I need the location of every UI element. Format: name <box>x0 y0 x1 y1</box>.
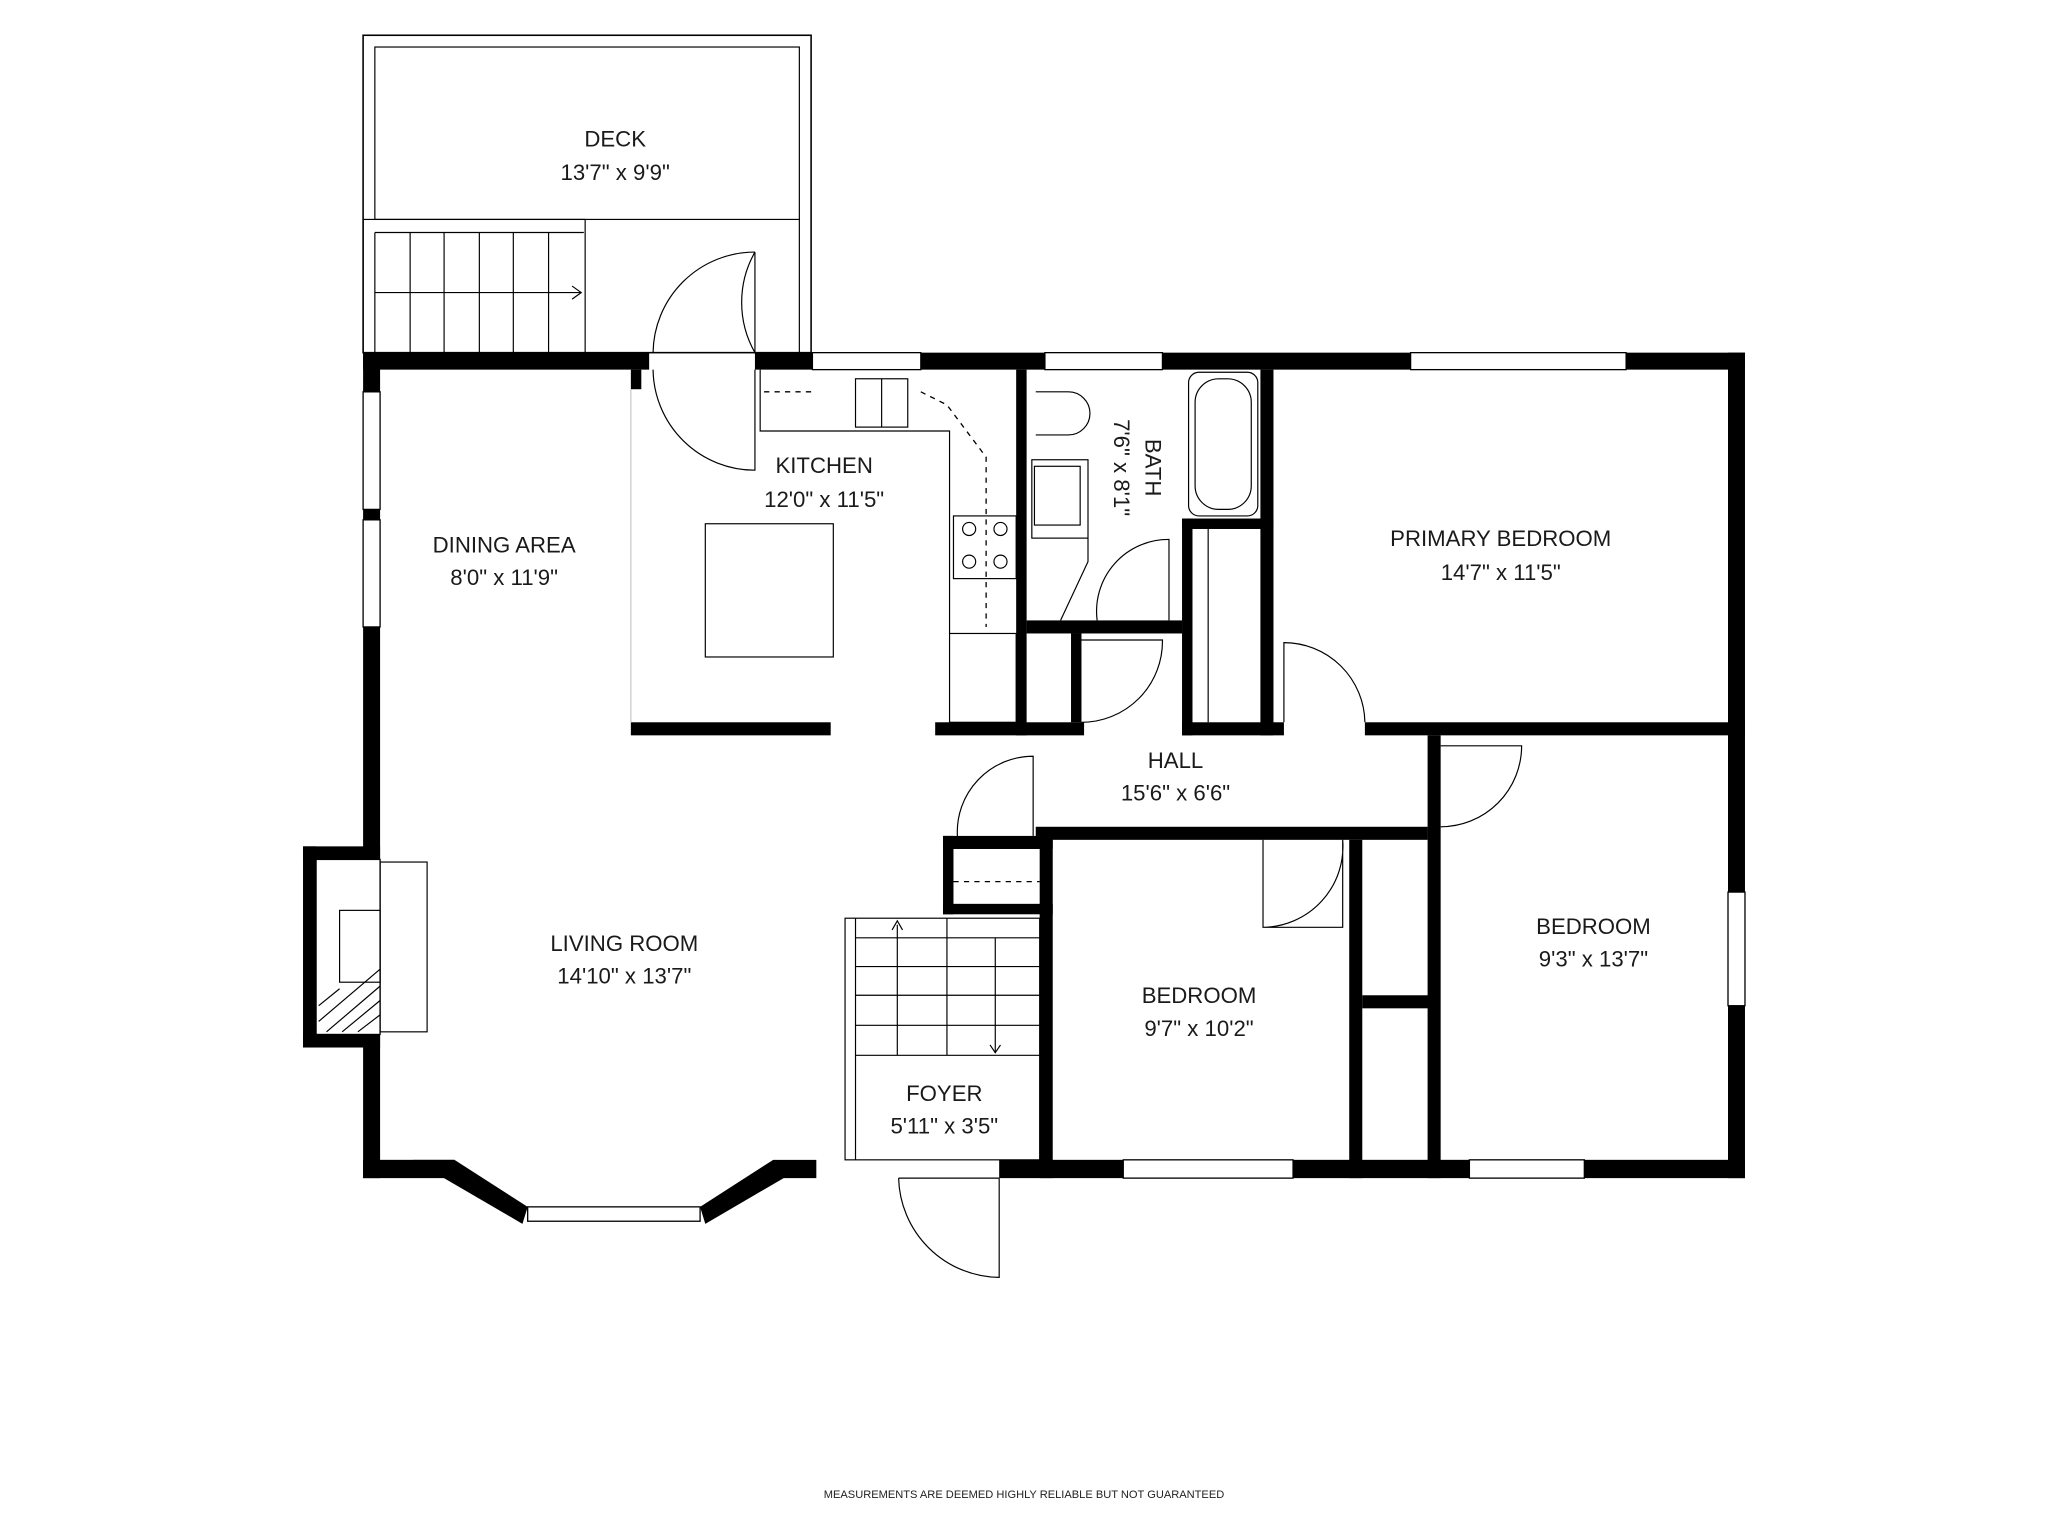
room-name-living-room: LIVING ROOM <box>550 931 698 956</box>
bath-fixtures <box>1031 371 1259 723</box>
kitchen-island <box>704 523 834 658</box>
room-name-bath: BATH <box>1140 439 1165 497</box>
deck <box>362 34 812 354</box>
room-name-hall: HALL <box>1148 748 1204 773</box>
room-name-kitchen: KITCHEN <box>775 453 872 478</box>
disclaimer: MEASUREMENTS ARE DEEMED HIGHLY RELIABLE … <box>824 1489 1225 1501</box>
room-size-living-room: 14'10" x 13'7" <box>557 964 691 989</box>
room-name-foyer: FOYER <box>906 1081 982 1106</box>
deck-stairs <box>374 231 584 353</box>
room-labels: DECK 13'7" x 9'9" KITCHEN 12'0" x 11'5" … <box>433 126 1651 1138</box>
room-name-bedroom-3: BEDROOM <box>1536 914 1651 939</box>
doors <box>652 251 1523 1278</box>
room-size-bedroom-3: 9'3" x 13'7" <box>1539 947 1648 972</box>
room-name-deck: DECK <box>584 126 646 151</box>
fireplace <box>315 858 428 1036</box>
room-size-hall: 15'6" x 6'6" <box>1121 781 1230 806</box>
kitchen-fixtures <box>704 369 1017 723</box>
room-size-bedroom-2: 9'7" x 10'2" <box>1144 1016 1253 1041</box>
room-size-foyer: 5'11" x 3'5" <box>890 1114 998 1139</box>
room-size-kitchen: 12'0" x 11'5" <box>764 487 884 512</box>
room-name-bedroom-2: BEDROOM <box>1142 983 1257 1008</box>
stairs <box>844 917 1041 1161</box>
room-size-dining-area: 8'0" x 11'9" <box>450 565 558 590</box>
walls <box>303 351 1746 1224</box>
room-size-primary-bedroom: 14'7" x 11'5" <box>1441 560 1561 585</box>
room-size-bath: 7'6" x 8'1" <box>1109 419 1134 516</box>
room-size-deck: 13'7" x 9'9" <box>561 160 670 185</box>
interior-walls <box>630 369 1745 1179</box>
room-name-primary-bedroom: PRIMARY BEDROOM <box>1390 526 1611 551</box>
room-name-dining-area: DINING AREA <box>433 532 576 557</box>
